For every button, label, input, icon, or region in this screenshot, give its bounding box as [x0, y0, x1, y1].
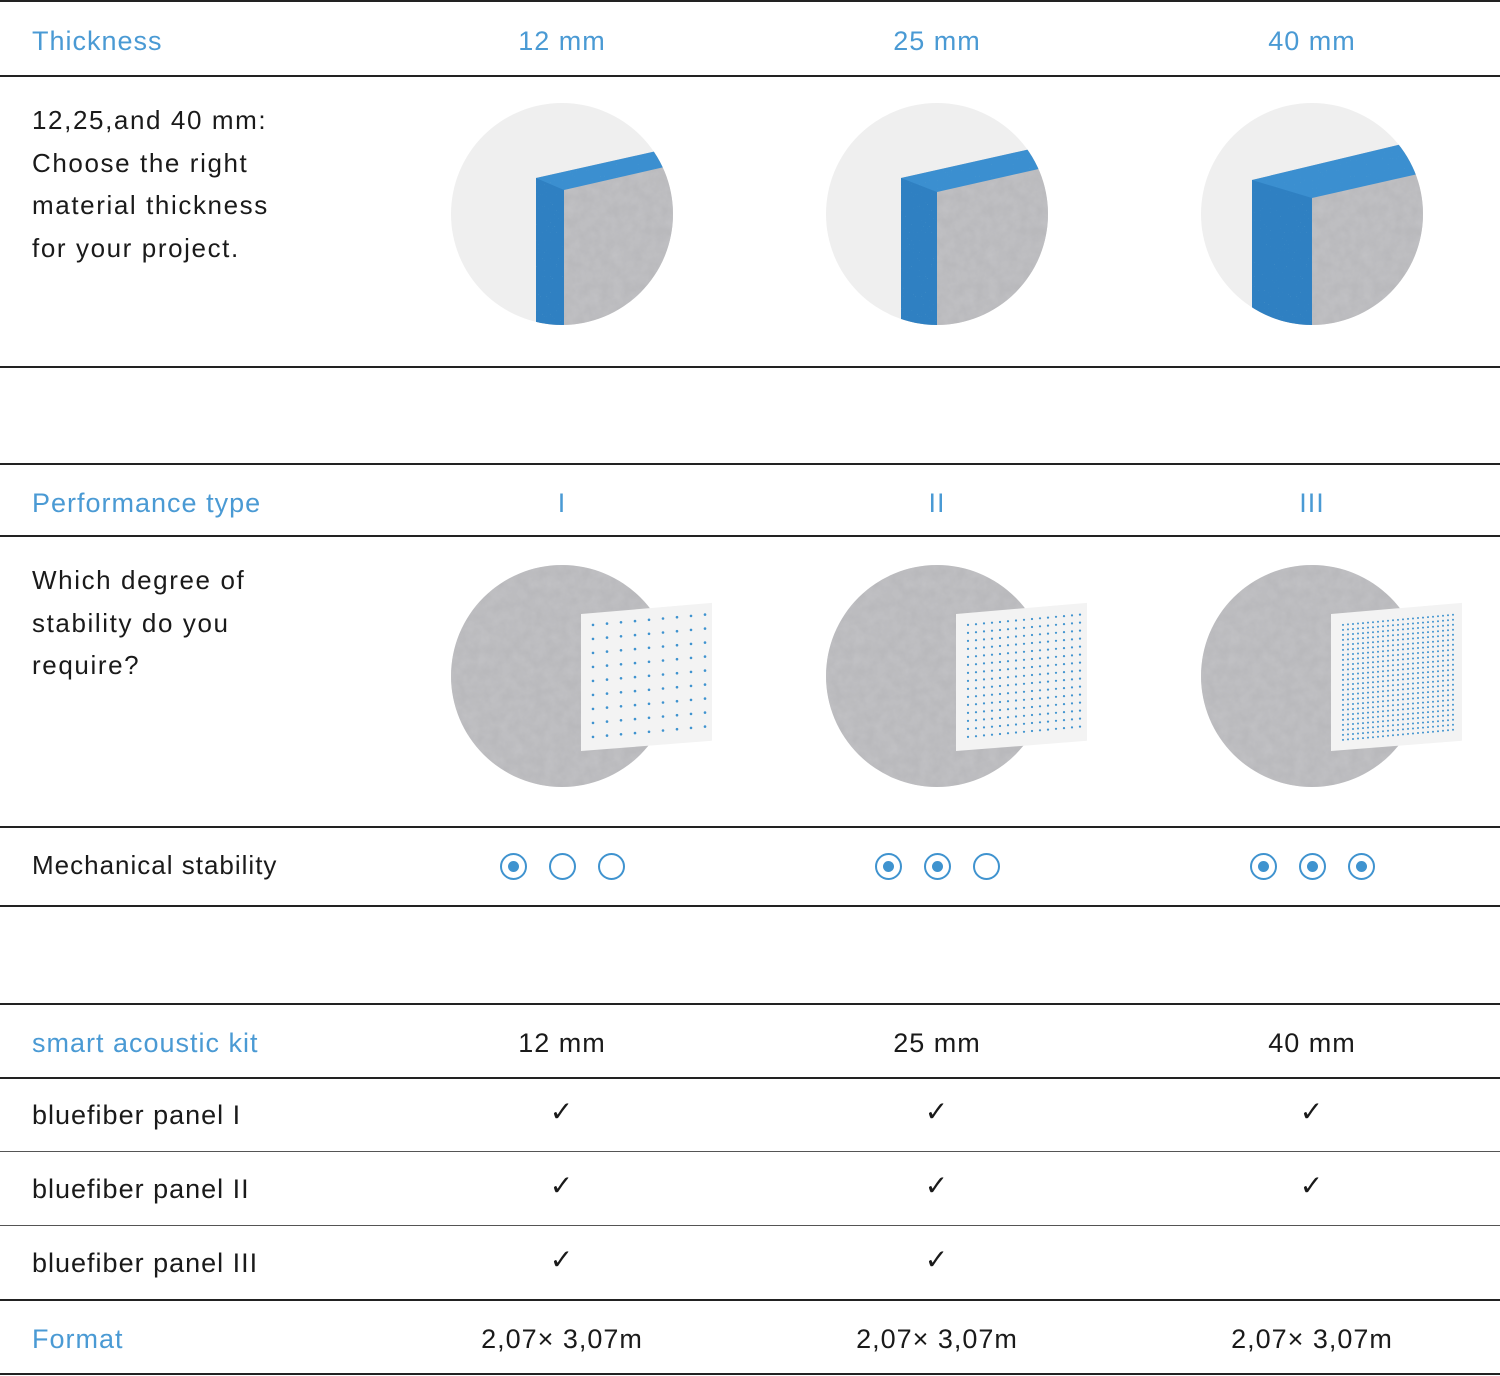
rating-dot-filled-icon [499, 852, 527, 880]
thickness-description: 12,25,and 40 mm: Choose the right materi… [32, 105, 269, 263]
row-divider [0, 1151, 1500, 1152]
check-mark-icon: ✓ [1299, 1168, 1325, 1202]
row-divider [0, 1225, 1500, 1226]
perforated-sheet-I-image [412, 556, 712, 796]
mechanical-stability-label: Mechanical stability [32, 849, 278, 880]
rating-dot-filled-icon [923, 852, 951, 880]
check-mark-icon: ✓ [1299, 1094, 1325, 1128]
check-mark-icon: ✓ [549, 1242, 575, 1276]
check-mark-icon: ✓ [549, 1094, 575, 1128]
rating-dot-filled-icon [1298, 852, 1326, 880]
format-title: Format [32, 1323, 124, 1354]
kit-row-label: bluefiber panel I [32, 1099, 242, 1130]
stability-rating-II [777, 826, 1097, 906]
rating-dot-empty-icon [597, 852, 625, 880]
performance-col-II: II [928, 487, 946, 518]
performance-col-I: I [557, 487, 567, 518]
kit-title: smart acoustic kit [32, 1027, 259, 1058]
perforated-sheet-II-image [787, 556, 1087, 796]
thickness-title: Thickness [32, 25, 163, 56]
kit-col-25: 25 mm [893, 1027, 981, 1058]
kit-row-label: bluefiber panel III [32, 1247, 259, 1278]
rating-dot-filled-icon [874, 852, 902, 880]
performance-description: Which degree of stability do you require… [32, 565, 246, 680]
rating-dot-empty-icon [972, 852, 1000, 880]
rating-dot-filled-icon [1249, 852, 1277, 880]
format-value-3: 2,07× 3,07m [1231, 1323, 1393, 1354]
thickness-col-40: 40 mm [1268, 25, 1356, 56]
stability-rating-III [1152, 826, 1472, 906]
kit-col-40: 40 mm [1268, 1027, 1356, 1058]
format-value-2: 2,07× 3,07m [856, 1323, 1018, 1354]
panel-edge-40mm-image [1162, 94, 1462, 334]
performance-title: Performance type [32, 487, 262, 518]
check-mark-icon: ✓ [924, 1094, 950, 1128]
format-value-1: 2,07× 3,07m [481, 1323, 643, 1354]
rating-dot-filled-icon [1347, 852, 1375, 880]
check-mark-icon [1152, 1222, 1472, 1296]
stability-rating-I [402, 826, 722, 906]
check-mark-icon: ✓ [924, 1168, 950, 1202]
performance-col-III: III [1299, 487, 1325, 518]
thickness-col-25: 25 mm [893, 25, 981, 56]
perforated-sheet-III-image [1162, 556, 1462, 796]
thickness-col-12: 12 mm [518, 25, 606, 56]
panel-edge-25mm-image [787, 94, 1087, 334]
kit-row-label: bluefiber panel II [32, 1173, 250, 1204]
check-mark-icon: ✓ [924, 1242, 950, 1276]
rating-dot-empty-icon [548, 852, 576, 880]
panel-edge-12mm-image [412, 94, 712, 334]
check-mark-icon: ✓ [549, 1168, 575, 1202]
kit-col-12: 12 mm [518, 1027, 606, 1058]
